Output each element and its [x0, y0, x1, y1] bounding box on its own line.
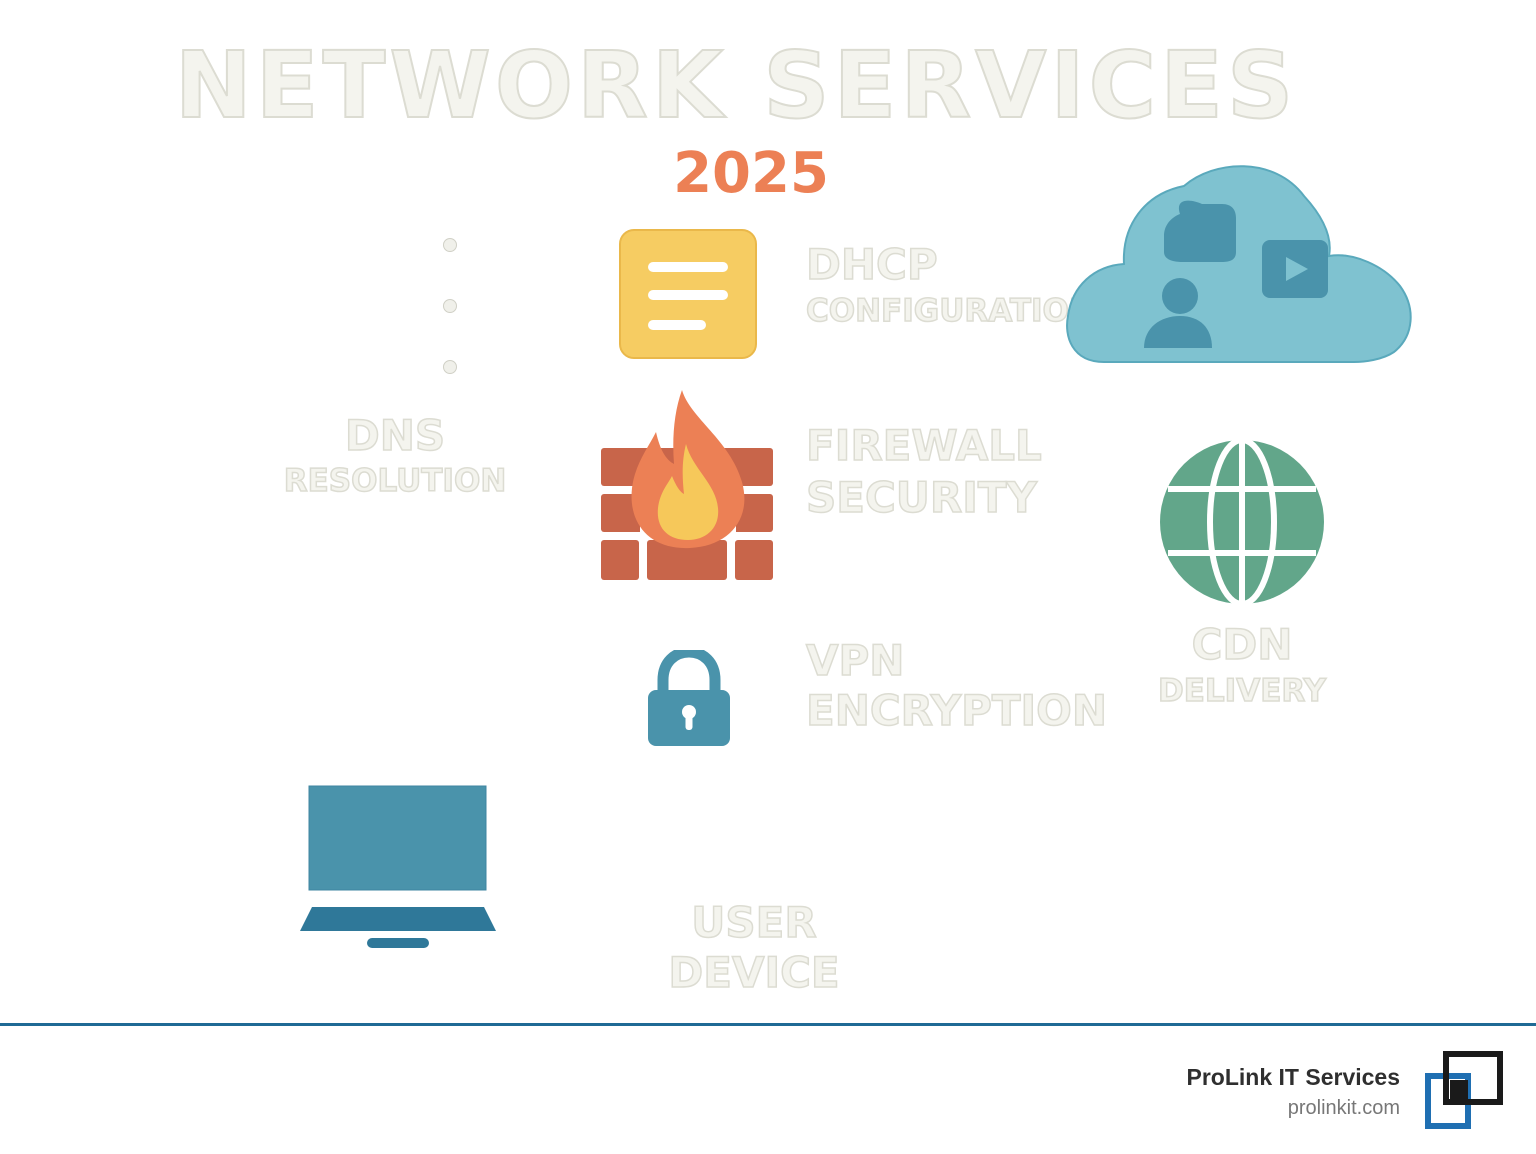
cdn-label: CDN: [1191, 620, 1293, 669]
user-sublabel: DEVICE: [668, 948, 841, 997]
dns-sublabel: RESOLUTION: [283, 463, 507, 499]
company-url[interactable]: prolinkit.com: [1287, 1097, 1400, 1119]
dns-dot: [443, 360, 457, 374]
vpn-label: VPN: [805, 636, 905, 685]
firewall-icon: [600, 388, 776, 582]
document-icon: [619, 229, 757, 359]
cdn-sublabel: DELIVERY: [1157, 673, 1327, 709]
prolink-logo: [1424, 1050, 1506, 1132]
dns-label: DNS: [344, 411, 446, 460]
globe-icon: [1158, 439, 1326, 605]
dns-dot: [443, 238, 457, 252]
cloud-icon: [1064, 156, 1414, 366]
laptop-icon: [298, 785, 498, 951]
lock-icon: [647, 650, 731, 748]
dhcp-sublabel: CONFIGURATION: [805, 293, 1095, 329]
vpn-sublabel: ENCRYPTION: [805, 686, 1108, 735]
year-label: 2025: [673, 141, 829, 206]
company-name: ProLink IT Services: [1186, 1064, 1400, 1090]
firewall-label: FIREWALL: [805, 421, 1042, 470]
footer-divider: [0, 1023, 1536, 1026]
firewall-sublabel: SECURITY: [805, 473, 1037, 522]
dhcp-label: DHCP: [805, 240, 938, 289]
dns-dot: [443, 299, 457, 313]
page-title: NETWORK SERVICES: [174, 32, 1298, 139]
user-label: USER: [691, 898, 818, 947]
